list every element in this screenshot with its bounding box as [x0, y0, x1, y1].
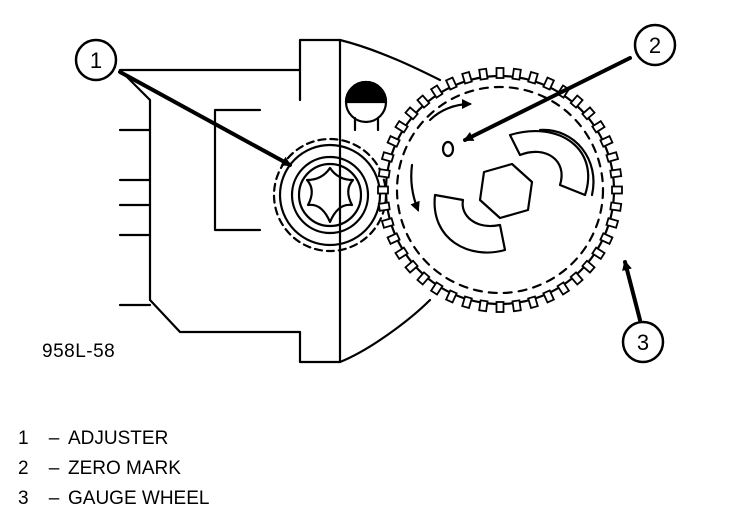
gauge-wheel-tooth — [611, 185, 623, 195]
gauge-wheel-tooth — [394, 119, 409, 134]
gauge-wheel-tooth — [569, 94, 584, 109]
callout-1: 1 — [74, 38, 118, 82]
gauge-wheel-tooth — [527, 295, 539, 310]
gauge-wheel-tooth — [377, 185, 389, 195]
gauge-wheel-tooth — [511, 299, 522, 313]
rotation-arrow-down-icon — [410, 163, 420, 212]
callout-1-leader-arrow-icon — [118, 70, 292, 167]
pivot-cap — [344, 80, 388, 104]
pivot-stem — [353, 116, 380, 132]
gauge-wheel-tooth — [386, 134, 401, 148]
gauge-wheel-tooth — [404, 259, 419, 274]
legend-term: ADJUSTER — [68, 428, 169, 449]
gauge-wheel-tooth — [380, 217, 395, 229]
legend-dash: – — [48, 428, 60, 449]
callout-2: 2 — [633, 23, 677, 67]
gauge-wheel-tooth — [609, 201, 623, 212]
legend-item: 1–ADJUSTER — [18, 428, 209, 458]
callout-1-number: 1 — [90, 48, 102, 73]
torx-socket — [305, 166, 355, 224]
legend: 1–ADJUSTER 2–ZERO MARK 3–GAUGE WHEEL — [18, 428, 209, 518]
gauge-wheel-tooth — [478, 299, 489, 313]
gauge-wheel-tooth — [556, 281, 571, 296]
figure-code: 958L-58 — [42, 341, 116, 362]
gauge-wheel-tooth — [429, 84, 444, 99]
gauge-wheel-tooth — [495, 67, 505, 79]
gauge-wheel-tooth — [527, 70, 539, 85]
gauge-wheel-tooth — [444, 76, 458, 91]
gauge-wheel-tooth — [581, 106, 596, 121]
gauge-wheel-tooth — [605, 217, 620, 229]
gauge-wheel-tooth — [386, 232, 401, 246]
callout-2-leader-arrow-icon — [463, 56, 632, 142]
gauge-wheel-tooth — [569, 271, 584, 286]
gauge-wheel-tooth — [444, 289, 458, 304]
gauge-wheel — [384, 74, 616, 306]
gauge-wheel-tooth — [416, 94, 431, 109]
gauge-wheel-tooth — [609, 168, 623, 179]
gauge-wheel-teeth — [377, 67, 623, 313]
callout-3-number: 3 — [637, 330, 649, 355]
legend-item: 2–ZERO MARK — [18, 458, 209, 488]
rotation-arrow-icon — [428, 99, 472, 122]
gauge-wheel-tooth — [416, 271, 431, 286]
legend-dash: – — [48, 488, 60, 509]
housing-right-edge — [338, 38, 442, 364]
cam-slot-lower — [433, 193, 507, 254]
legend-item: 3–GAUGE WHEEL — [18, 488, 209, 518]
legend-number: 2 — [18, 458, 29, 479]
gauge-wheel-tooth — [461, 70, 473, 85]
gauge-wheel-tooth — [495, 301, 505, 313]
housing-inner-step — [213, 108, 262, 232]
housing-plate — [118, 38, 342, 364]
zero-mark — [441, 140, 455, 158]
gauge-wheel-tooth — [542, 289, 556, 304]
callout-3-leader-arrow-icon — [622, 260, 642, 322]
gauge-wheel-tooth — [429, 281, 444, 296]
gauge-wheel-tooth — [478, 67, 489, 81]
gauge-wheel-tooth — [591, 246, 606, 261]
legend-dash: – — [48, 458, 60, 479]
gauge-wheel-tooth — [380, 151, 395, 163]
legend-term: GAUGE WHEEL — [68, 488, 210, 509]
callout-2-number: 2 — [649, 33, 661, 58]
legend-number: 3 — [18, 488, 29, 509]
gauge-wheel-tooth — [599, 134, 614, 148]
gauge-wheel-tooth — [404, 106, 419, 121]
gauge-wheel-tooth — [377, 201, 391, 212]
gauge-wheel-tooth — [599, 232, 614, 246]
gauge-wheel-tooth — [377, 168, 391, 179]
gauge-wheel-tooth — [394, 246, 409, 261]
gauge-wheel-tooth — [542, 76, 556, 91]
gauge-wheel-tooth — [591, 119, 606, 134]
legend-number: 1 — [18, 428, 29, 449]
adjuster-gear — [272, 137, 388, 253]
legend-term: ZERO MARK — [68, 458, 181, 479]
gauge-wheel-tooth — [511, 67, 522, 81]
callout-3: 3 — [621, 320, 665, 364]
hex-bolt-icon — [478, 162, 534, 220]
cam-slot-upper — [508, 130, 590, 197]
gauge-wheel-tooth — [461, 295, 473, 310]
gauge-wheel-tooth — [605, 151, 620, 163]
gauge-wheel-tooth — [581, 259, 596, 274]
housing-left-tab — [118, 128, 152, 307]
